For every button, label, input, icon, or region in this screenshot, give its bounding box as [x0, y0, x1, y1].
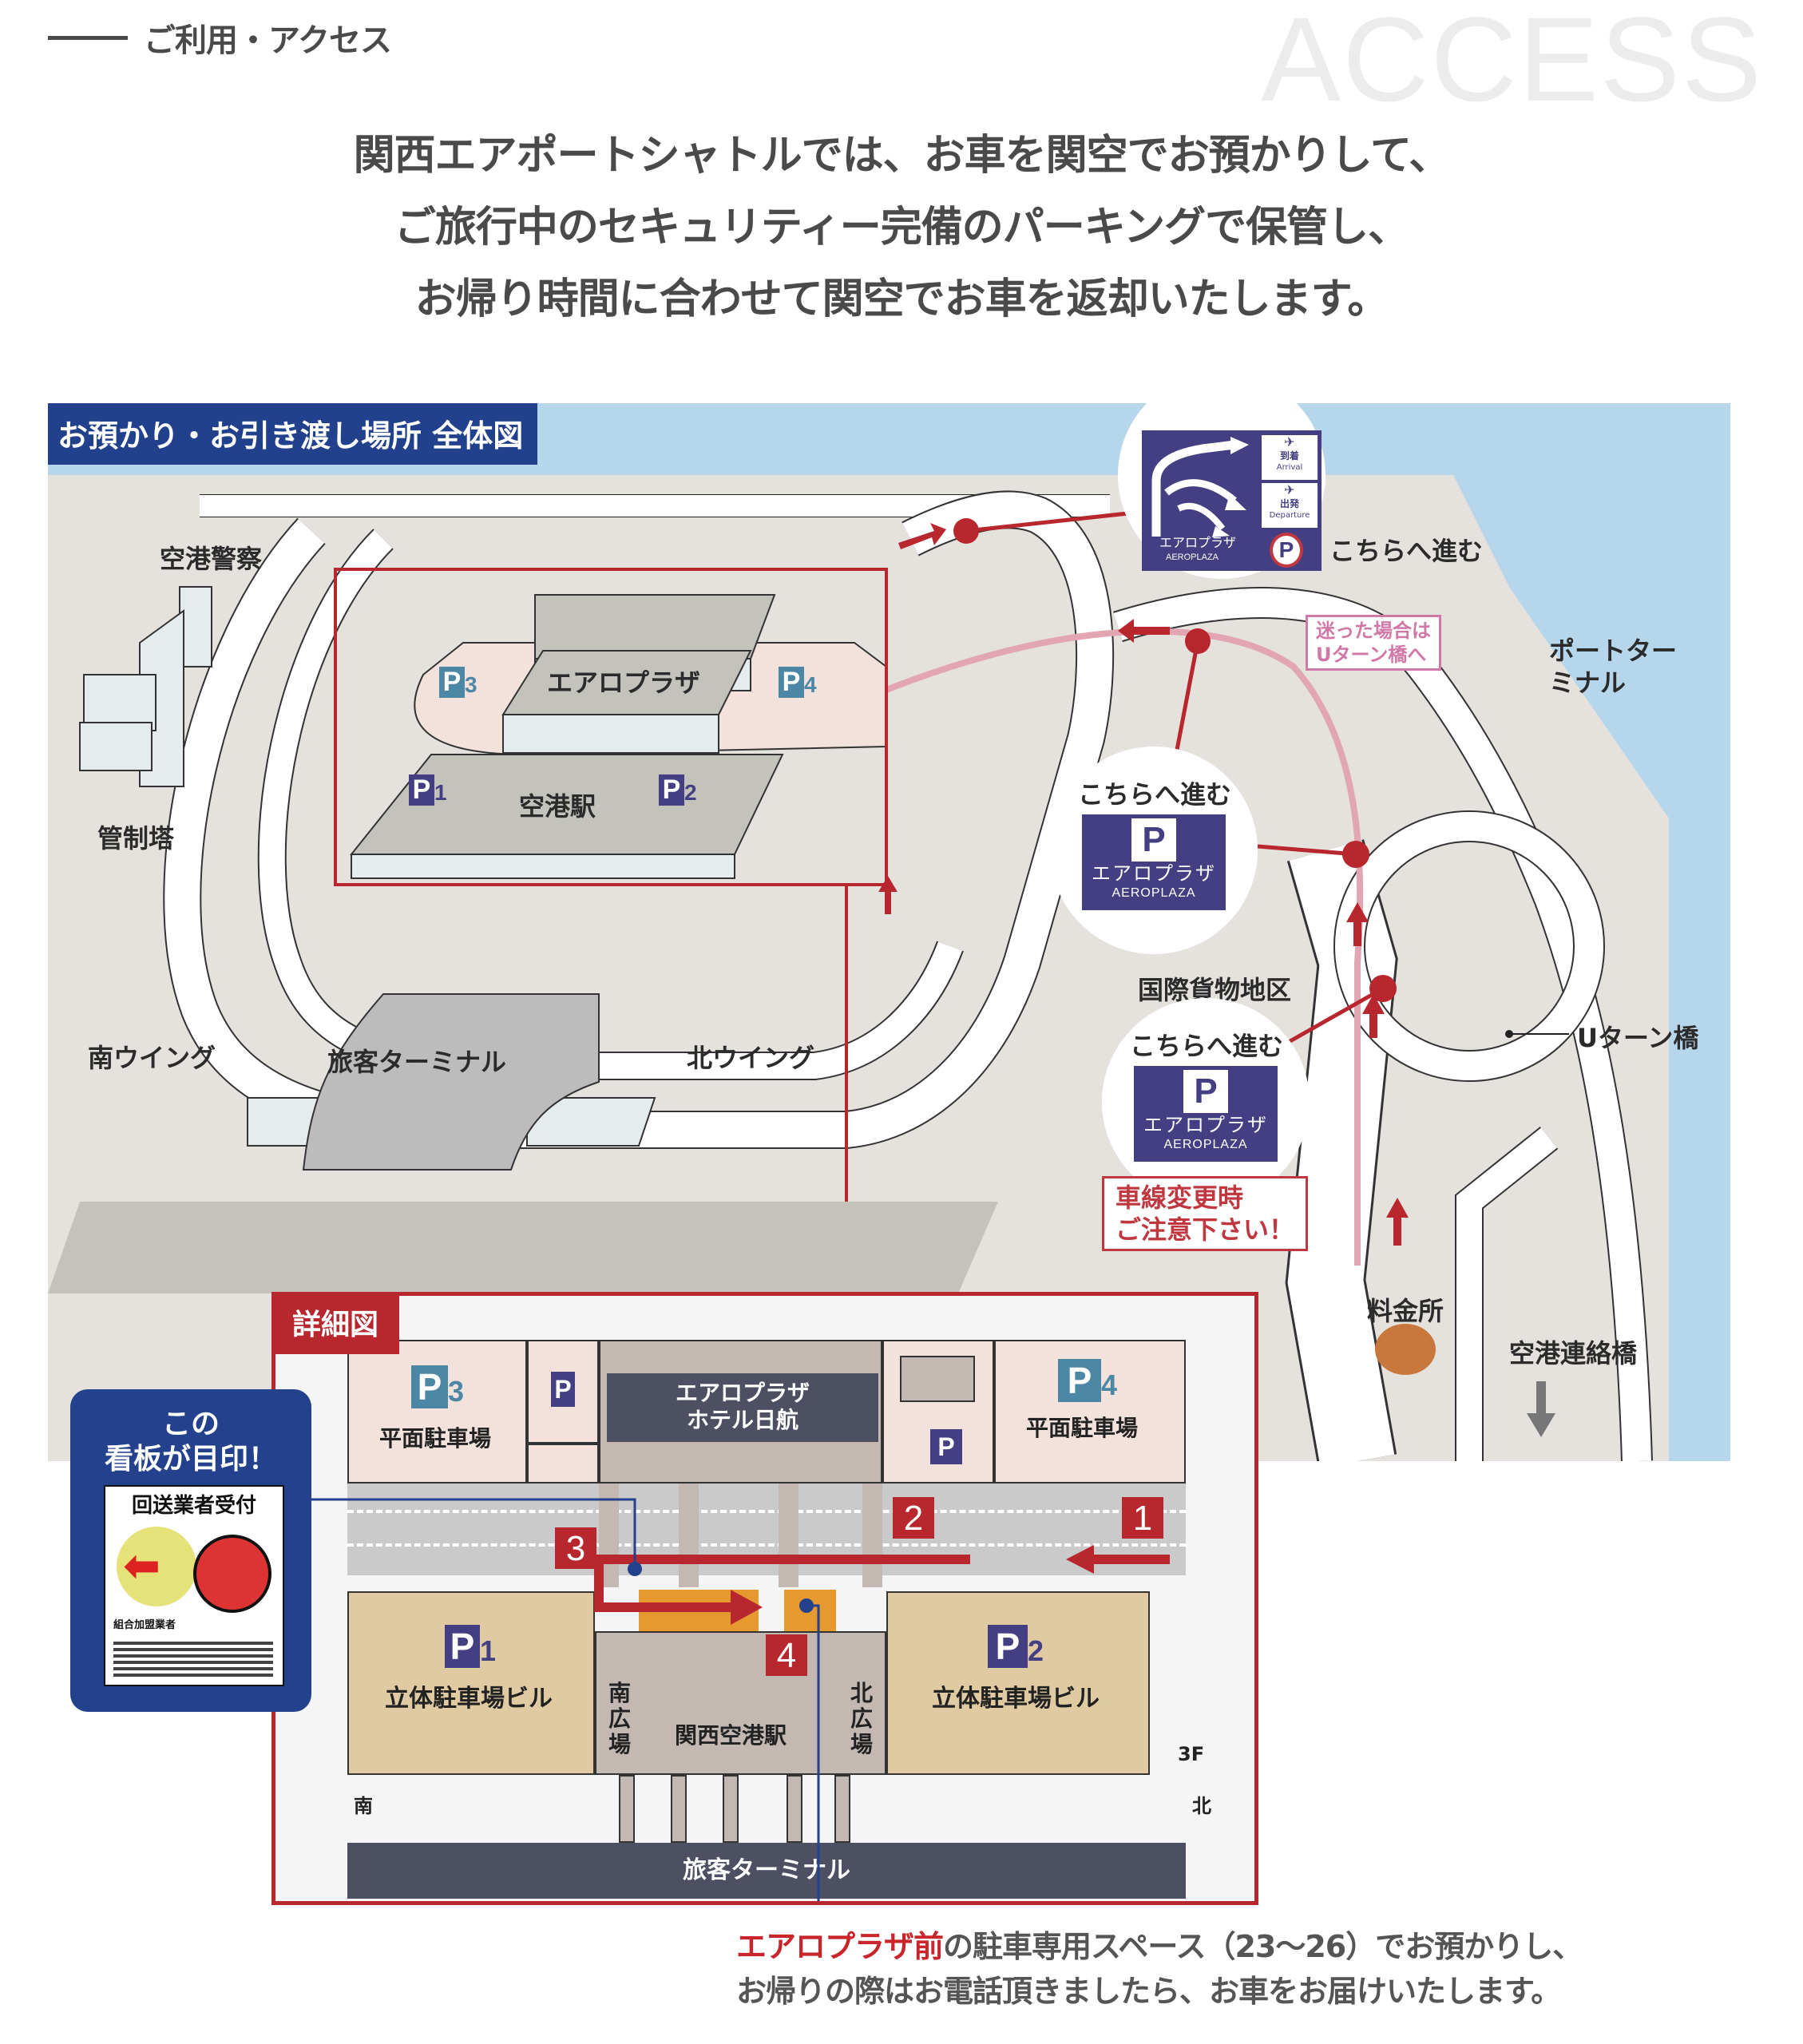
- label-uturn-bridge: Uターン橋: [1577, 1023, 1699, 1053]
- intro-line: 関西エアポートシャトルでは、お車を関空でお預かりして、: [353, 132, 1451, 180]
- terminal-bar: 旅客ターミナル: [347, 1843, 1186, 1899]
- lost-note: 迷った場合は Uターン橋へ: [1306, 615, 1441, 671]
- south-plaza-label: 南広場: [608, 1680, 631, 1757]
- route-arrow: [731, 1590, 763, 1625]
- step-2: 2: [893, 1497, 934, 1539]
- plane-departure-icon: ✈: [1284, 482, 1295, 497]
- proceed-label-low: こちらへ進む: [1130, 1031, 1284, 1061]
- detail-highlight-box: [334, 568, 888, 886]
- station-plaza: 南広場 関西空港駅 北広場: [595, 1631, 886, 1775]
- landmark-board: 回送業者受付 ⬅ 組合加盟業者: [104, 1485, 284, 1686]
- board-heading: 回送業者受付: [131, 1494, 256, 1518]
- label-south-wing: 南ウイング: [88, 1043, 216, 1073]
- sign-plaza-en: AEROPLAZA: [1166, 553, 1219, 562]
- footnote: エアロプラザ前の駐車専用スペース（23〜26）でお預かりし、 お帰りの際はお電話…: [736, 1924, 1583, 2014]
- lot-small: [527, 1444, 599, 1483]
- departure-panel: ✈ 出発 Departure: [1262, 483, 1318, 528]
- label-north-wing: 北ウイング: [687, 1043, 815, 1073]
- intro-line: ご旅行中のセキュリティー完備のパーキングで保管し、: [394, 204, 1409, 252]
- member-list: [113, 1638, 273, 1678]
- arrival-panel: ✈ 到着 Arrival: [1262, 435, 1318, 480]
- toll-gate-marker: [1375, 1324, 1436, 1375]
- marker-p3: P 3: [439, 667, 477, 698]
- marker-p1: P 1: [409, 774, 447, 806]
- intro-line: お帰り時間に合わせて関空でお車を返却いたします。: [414, 275, 1389, 323]
- hotel-nikko: エアロプラザ ホテル日航: [607, 1373, 878, 1442]
- bldg-p1: P 1 立体駐車場ビル: [347, 1591, 595, 1775]
- label-airport-station: 空港駅: [519, 791, 596, 822]
- p-sign-circled: P: [1270, 533, 1303, 568]
- detail-title: 詳細図: [271, 1292, 400, 1354]
- direction-sign: ✈ 到着 Arrival ✈ 出発 Departure エアロプラザ AEROP…: [1142, 430, 1322, 571]
- section-rule: [48, 35, 128, 40]
- footnote-line2: お帰りの際はお電話頂きましたら、お車をお届けいたします。: [736, 1974, 1561, 2009]
- north-plaza-label: 北広場: [850, 1680, 873, 1757]
- fork-arrows-icon: [1151, 437, 1249, 537]
- lot-small-p-right: P: [882, 1340, 994, 1483]
- plane-arrival-icon: ✈: [1284, 434, 1295, 450]
- footnote-line1: の駐車専用スペース（23〜26）でお預かりし、: [943, 1929, 1583, 1964]
- lane-change-warning: 車線変更時 ご注意下さい！: [1102, 1176, 1309, 1251]
- station-label: 関西空港駅: [675, 1722, 787, 1749]
- label-toll-gate: 料金所: [1367, 1296, 1444, 1326]
- sign-plaza-jp: エアロプラザ: [1159, 535, 1237, 550]
- north-label: 北: [1192, 1795, 1211, 1817]
- parking-sign-low: P エアロプラザ AEROPLAZA: [1134, 1066, 1278, 1162]
- lot-small-p-left: P: [527, 1340, 599, 1444]
- label-police: 空港警察: [160, 544, 263, 574]
- board-sub: 組合加盟業者: [113, 1619, 176, 1631]
- step-3: 3: [555, 1527, 596, 1569]
- label-terminal: 旅客ターミナル: [327, 1047, 507, 1077]
- bldg-top: [534, 594, 776, 660]
- terminal-bldg: [302, 993, 600, 1171]
- label-access-bridge: 空港連絡橋: [1509, 1338, 1638, 1369]
- hotel-plaza: エアロプラザ ホテル日航: [599, 1340, 882, 1483]
- south-label: 南: [354, 1795, 373, 1817]
- section-label: ご利用・アクセス: [48, 14, 392, 61]
- landmark-sign-card: この 看板が目印！ 回送業者受付 ⬅ 組合加盟業者: [70, 1389, 311, 1712]
- route-arrow: [1066, 1545, 1094, 1574]
- intro-text: 関西エアポートシャトルでは、お車を関空でお預かりして、 ご旅行中のセキュリティー…: [0, 120, 1803, 335]
- step-1: 1: [1122, 1497, 1163, 1539]
- label-control-tower: 管制塔: [97, 823, 175, 854]
- proceed-label-mid: こちらへ進む: [1078, 779, 1232, 810]
- parking-sign-mid: P エアロプラザ AEROPLAZA: [1082, 814, 1226, 910]
- board-circle: [117, 1527, 196, 1606]
- bldg-p2: P 2 立体駐車場ビル: [886, 1591, 1150, 1775]
- label-port-terminal: ポートターミナル: [1549, 636, 1678, 698]
- route-overlay: [275, 1498, 1170, 1901]
- landmark-sign-title: この 看板が目印！: [104, 1408, 277, 1476]
- overview-title: お預かり・お引き渡し場所 全体図: [48, 403, 538, 465]
- down-arrow-icon: [1527, 1381, 1555, 1437]
- left-arrow-icon: ⬅: [123, 1540, 160, 1592]
- detail-map: P 3 平面駐車場 P エアロプラザ ホテル日航 P P 4 平面駐車場 P 1: [271, 1292, 1258, 1905]
- label-aeroplaza: エアロプラザ: [547, 667, 701, 698]
- step-4: 4: [766, 1634, 807, 1676]
- lot-p4: P 4 平面駐車場: [994, 1340, 1186, 1483]
- floor-label: 3F: [1178, 1743, 1205, 1765]
- proceed-label-top: こちらへ進む: [1329, 536, 1484, 566]
- access-watermark: ACCESS: [1261, 0, 1763, 126]
- ladybug-icon: [193, 1535, 271, 1613]
- sea: [48, 403, 1730, 1461]
- section-title: ご利用・アクセス: [144, 22, 392, 59]
- marker-p2: P 2: [659, 774, 697, 806]
- runway: [48, 1202, 998, 1293]
- overview-map: 空港警察 管制塔 エアロプラザ 空港駅 旅客ターミナル 南ウイング 北ウイング …: [48, 403, 1730, 1461]
- marker-p4: P 4: [779, 667, 817, 698]
- footnote-highlight: エアロプラザ前: [736, 1929, 944, 1964]
- lot-p3: P 3 平面駐車場: [347, 1340, 527, 1483]
